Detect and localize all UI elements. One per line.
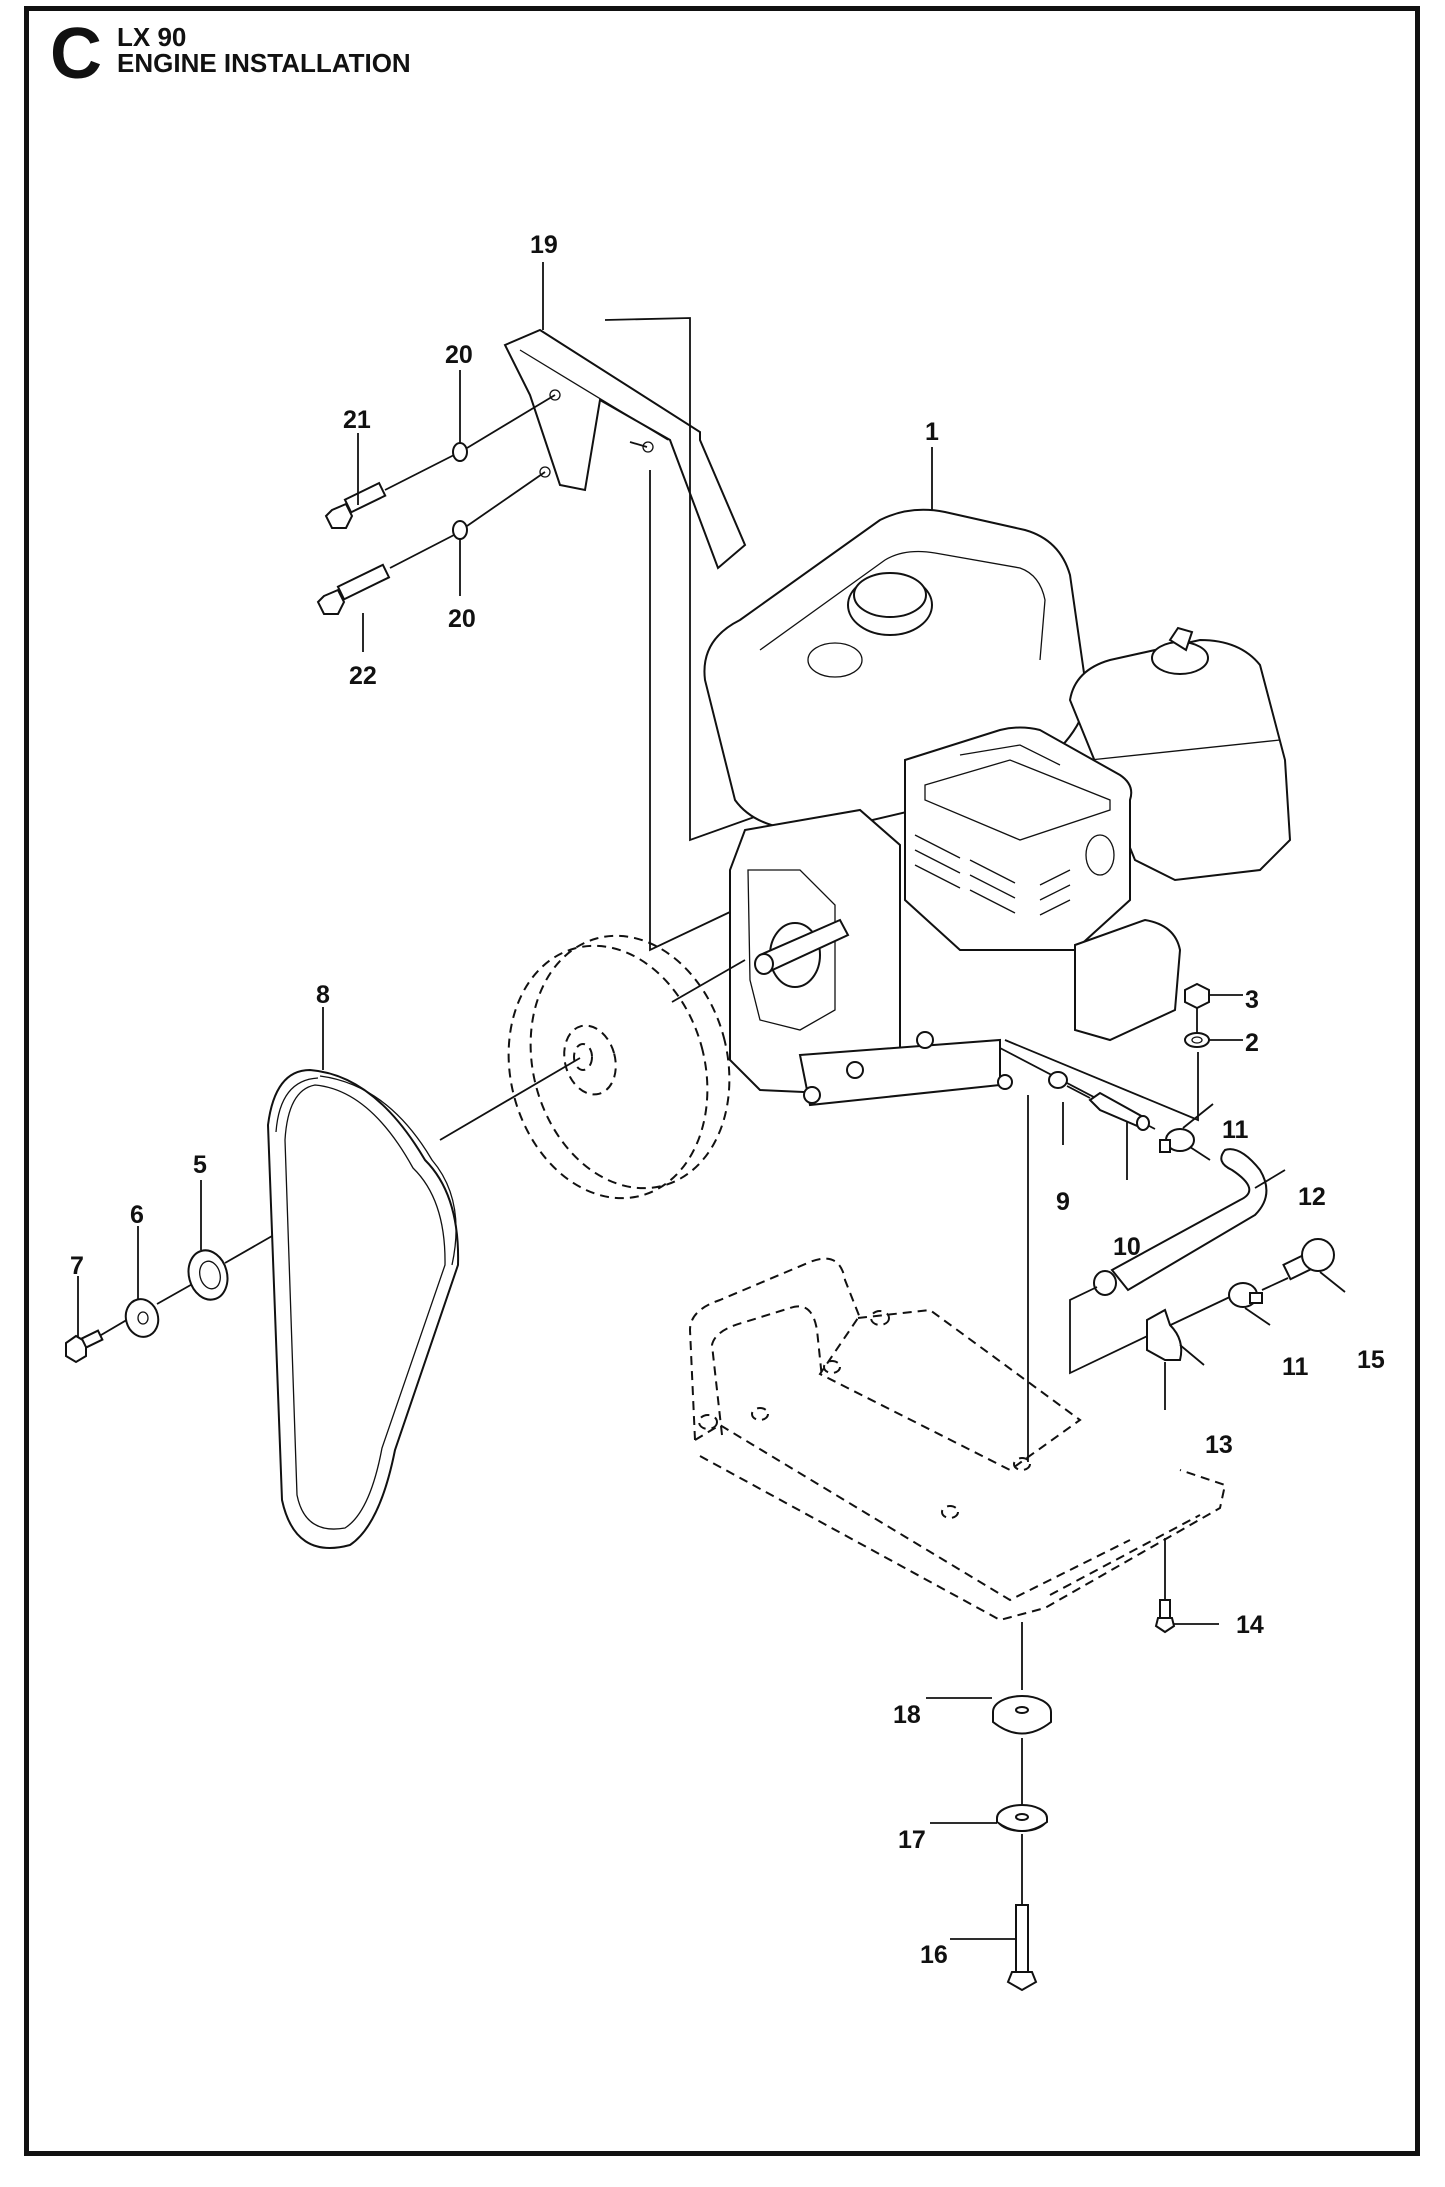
- callout-17: 17: [898, 1826, 926, 1854]
- page-border: [24, 6, 1420, 2156]
- callout-3: 3: [1245, 986, 1259, 1014]
- nut-3[interactable]: [1184, 982, 1210, 1010]
- bolt-7[interactable]: [65, 1329, 104, 1364]
- pulley-reference: [507, 934, 731, 1200]
- callout-9: 9: [1056, 1188, 1070, 1216]
- engine[interactable]: [703, 508, 1292, 1107]
- belt-guard-bracket[interactable]: [503, 328, 747, 570]
- washer-20-upper[interactable]: [452, 442, 468, 462]
- callout-12: 12: [1298, 1183, 1326, 1211]
- washer-6[interactable]: [122, 1296, 163, 1341]
- callout-16: 16: [920, 1941, 948, 1969]
- assembly-line: [629, 441, 648, 448]
- callout-5: 5: [193, 1151, 207, 1179]
- callout-6: 6: [130, 1201, 144, 1229]
- callout-14: 14: [1236, 1611, 1264, 1639]
- drain-hose-12[interactable]: [1093, 1148, 1268, 1296]
- callout-19: 19: [530, 231, 558, 259]
- callout-20-upper: 20: [445, 341, 473, 369]
- model-name: LX 90: [117, 22, 187, 52]
- bolt-22[interactable]: [316, 563, 391, 615]
- callout-13: 13: [1205, 1431, 1233, 1459]
- hose-clamp-11-upper[interactable]: [1159, 1128, 1195, 1153]
- callout-10: 10: [1113, 1233, 1141, 1261]
- callout-21: 21: [343, 406, 371, 434]
- assembly-line: [604, 317, 761, 842]
- diagram-title: ENGINE INSTALLATION: [117, 48, 411, 78]
- base-plate-reference: [688, 1257, 1227, 1622]
- callout-20-lower: 20: [448, 605, 476, 633]
- assembly-line: [1004, 1039, 1199, 1122]
- rubber-mount-18[interactable]: [992, 1695, 1052, 1735]
- bolt-21[interactable]: [324, 481, 387, 529]
- callout-11-lower: 11: [1282, 1353, 1309, 1381]
- washer-2[interactable]: [1184, 1032, 1210, 1048]
- washer-20-lower[interactable]: [452, 520, 468, 540]
- assembly-line: [156, 1281, 197, 1305]
- assembly-line: [649, 470, 731, 952]
- section-letter: C: [50, 14, 102, 94]
- assembly-line: [439, 1057, 581, 1141]
- callout-2: 2: [1245, 1029, 1259, 1057]
- drain-fitting-10[interactable]: [1088, 1091, 1150, 1131]
- hose-clamp-11-lower[interactable]: [1228, 1282, 1263, 1308]
- plug-15[interactable]: [1282, 1238, 1335, 1281]
- v-belt[interactable]: [266, 1068, 460, 1549]
- assembly-line: [1069, 1286, 1161, 1375]
- title-block: LX 90 ENGINE INSTALLATION: [117, 24, 411, 76]
- washer-5[interactable]: [183, 1246, 233, 1304]
- hose-holder-13[interactable]: [1146, 1308, 1183, 1361]
- washer-17[interactable]: [996, 1804, 1048, 1832]
- callout-15: 15: [1357, 1346, 1385, 1374]
- callout-18: 18: [893, 1701, 921, 1729]
- callout-22: 22: [349, 662, 377, 690]
- callout-11-upper: 11: [1222, 1116, 1249, 1144]
- callout-1: 1: [925, 418, 939, 446]
- screw-14[interactable]: [1154, 1599, 1176, 1634]
- callout-7: 7: [70, 1252, 84, 1280]
- callout-8: 8: [316, 981, 330, 1009]
- seal-washer-9[interactable]: [1048, 1071, 1068, 1089]
- bolt-16[interactable]: [1006, 1904, 1038, 1992]
- assembly-line: [95, 1317, 131, 1339]
